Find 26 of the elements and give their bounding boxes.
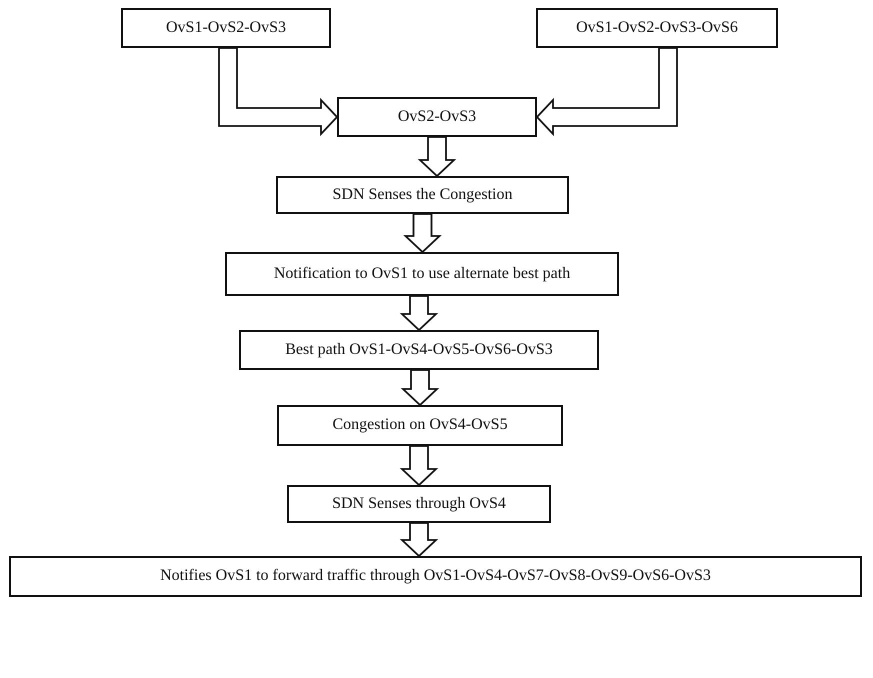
block-arrow <box>218 47 338 136</box>
process-box <box>536 8 778 48</box>
process-box <box>276 176 569 214</box>
box-text: Congestion on OvS4-OvS5 <box>332 416 508 435</box>
block-arrow <box>400 445 438 486</box>
box-text: Notification to OvS1 to use alternate best path <box>274 264 570 284</box>
process-box <box>337 97 537 137</box>
block-arrow <box>418 136 456 178</box>
process-box <box>9 556 862 597</box>
process-box <box>225 252 619 296</box>
box-text: Best path OvS1-OvS4-OvS5-OvS6-OvS3 <box>285 340 553 360</box>
block-arrow <box>400 369 440 406</box>
box-text: SDN Senses through OvS4 <box>332 494 506 514</box>
block-arrow <box>403 213 442 254</box>
process-box <box>277 405 563 446</box>
block-arrow <box>536 47 678 136</box>
block-arrow <box>400 295 438 332</box>
box-text: Notifies OvS1 to forward traffic through OvS1-OvS4-OvS7-OvS8-OvS9-OvS6-OvS3 <box>160 567 711 586</box>
block-arrow <box>400 522 438 558</box>
process-box <box>121 8 331 48</box>
process-box <box>239 330 599 370</box>
box-text: OvS2-OvS3 <box>398 108 476 126</box>
box-text: SDN Senses the Congestion <box>332 186 512 204</box>
box-text: OvS1-OvS2-OvS3 <box>166 18 286 38</box>
process-box <box>287 485 551 523</box>
box-text: OvS1-OvS2-OvS3-OvS6 <box>576 18 738 38</box>
